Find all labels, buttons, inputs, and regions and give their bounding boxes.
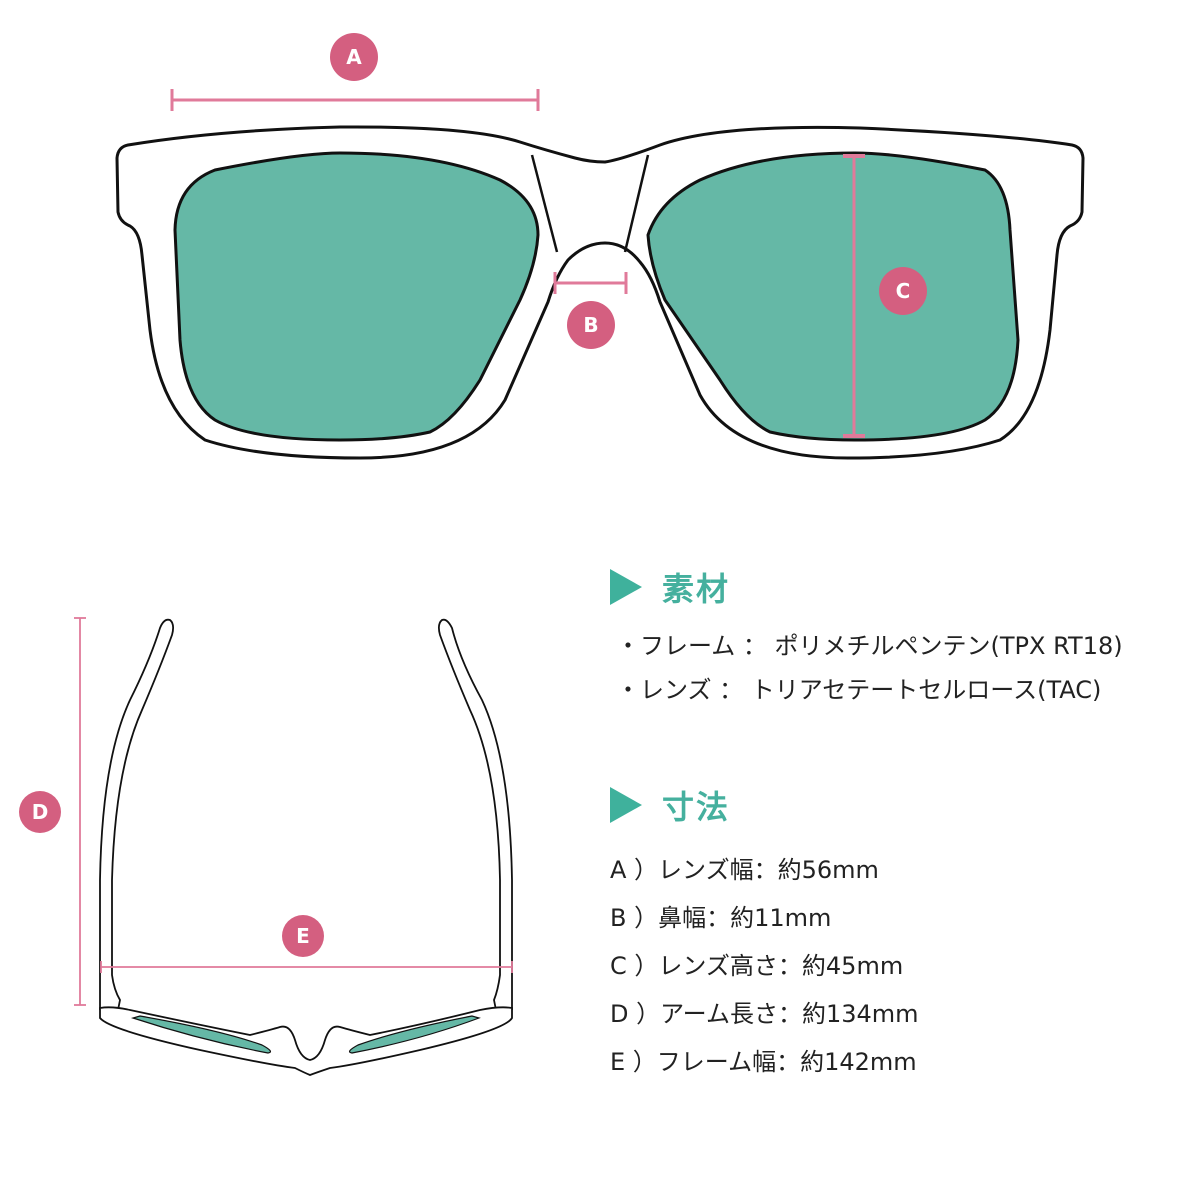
bridge-line-right (623, 154, 650, 253)
top-frame-front (99, 1006, 513, 1076)
badge-c (879, 267, 927, 315)
top-right-lens (348, 1015, 481, 1054)
measure-a: A (170, 33, 540, 111)
bridge-line-left (530, 154, 559, 253)
material-item-lens: ・レンズ ： トリアセテートセルロース(TAC) (616, 676, 1102, 704)
badge-b (567, 301, 615, 349)
right-arm (437, 618, 513, 1011)
measure-c: C (843, 154, 927, 438)
badge-d (19, 791, 61, 833)
right-lens (646, 151, 1020, 442)
badge-c-label: C (896, 279, 911, 303)
dimensions-heading: 寸法 (610, 780, 919, 830)
dimensions-list: A ）レンズ幅：約56mm B ）鼻幅：約11mm C ）レンズ高さ：約45mm… (610, 846, 919, 1086)
badge-e (282, 915, 324, 957)
badge-d-label: D (32, 800, 49, 824)
badge-b-label: B (583, 313, 598, 337)
dimension-item-b: B ）鼻幅：約11mm (610, 904, 832, 932)
materials-heading: 素材 (610, 562, 1123, 612)
left-lens (173, 151, 540, 442)
top-view: D E (19, 617, 513, 1076)
play-triangle-icon (610, 569, 642, 605)
measure-d: D (19, 617, 86, 1006)
front-view: A B C (115, 33, 1085, 460)
material-item-frame: ・フレーム ： ポリメチルペンテン(TPX RT18) (616, 632, 1123, 660)
materials-title: 素材 (662, 570, 731, 608)
dimensions-section: 寸法 A ）レンズ幅：約56mm B ）鼻幅：約11mm C ）レンズ高さ：約4… (610, 780, 919, 1086)
dimensions-title: 寸法 (662, 788, 731, 826)
play-triangle-icon (610, 787, 642, 823)
badge-a-label: A (346, 45, 362, 69)
dimension-item-c: C ）レンズ高さ：約45mm (610, 952, 904, 980)
dimension-item-a: A ）レンズ幅：約56mm (610, 856, 879, 884)
top-left-lens (130, 1015, 272, 1054)
materials-section: 素材 ・フレーム ： ポリメチルペンテン(TPX RT18) ・レンズ ： トリ… (610, 562, 1123, 712)
materials-list: ・フレーム ： ポリメチルペンテン(TPX RT18) ・レンズ ： トリアセテ… (610, 624, 1123, 712)
measure-b: B (553, 272, 628, 349)
dimension-item-d: D ）アーム長さ：約134mm (610, 1000, 919, 1028)
left-arm (99, 618, 175, 1011)
measure-e: E (100, 915, 513, 973)
badge-e-label: E (296, 924, 310, 948)
dimension-item-e: E ）フレーム幅：約142mm (610, 1048, 917, 1076)
badge-a (330, 33, 378, 81)
